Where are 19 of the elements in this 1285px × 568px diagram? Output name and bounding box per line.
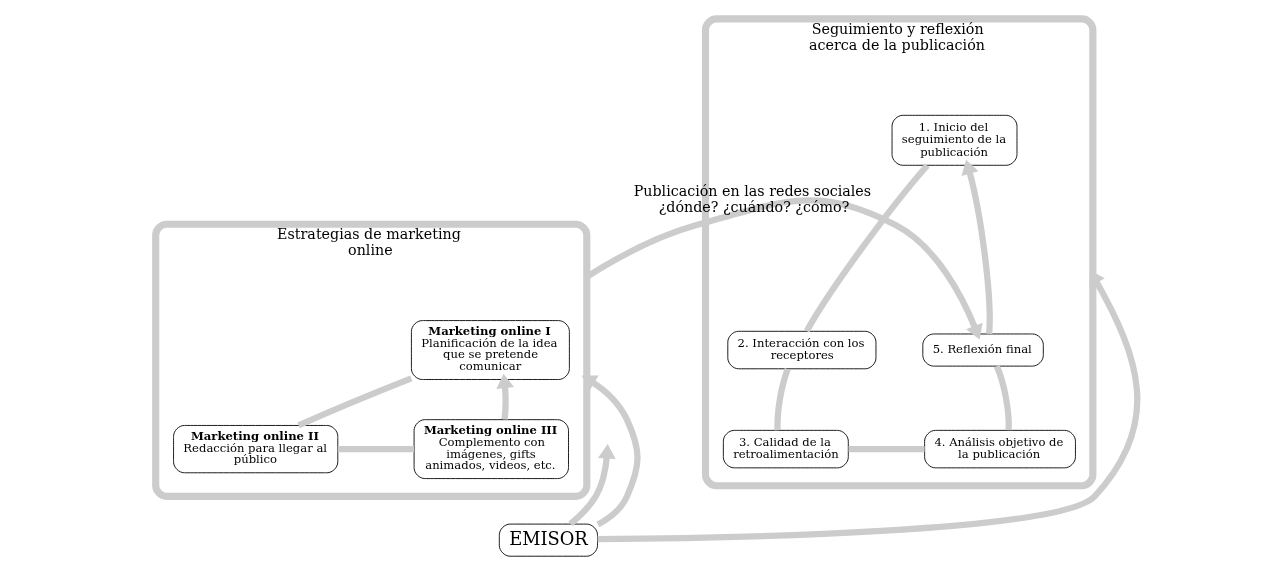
- node-box: 5. Reflexión final: [921, 333, 1044, 367]
- arrow: [961, 159, 993, 335]
- node-box: EMISOR: [498, 523, 598, 557]
- edge-label: Publicación en las redes sociales ¿dónde? ¿cuándo? ¿cómo?: [633, 183, 871, 216]
- node-box: 2. Interacción con los receptores: [726, 330, 876, 370]
- arrow: [495, 373, 514, 420]
- node-box: Marketing online I Planificación de la idea que se pretende comunicar: [410, 320, 570, 380]
- node-box: 1. Inicio del seguimiento de la publicación: [891, 114, 1017, 166]
- node-box: 4. Análisis objetivo de la publicación: [923, 429, 1076, 469]
- node-box: Marketing online III Complemento con imágenes, gifts animados, videos, etc.: [413, 419, 569, 479]
- node-box: 3. Calidad de la retroalimentación: [722, 429, 849, 469]
- arrow: [581, 375, 641, 528]
- connector: [803, 163, 930, 333]
- node-box: Marketing online II Redacción para llegar al público: [172, 425, 338, 474]
- connector: [296, 375, 412, 429]
- arrow: [567, 444, 616, 527]
- connector: [773, 367, 791, 431]
- connector: [337, 446, 414, 453]
- connector: [993, 364, 1012, 431]
